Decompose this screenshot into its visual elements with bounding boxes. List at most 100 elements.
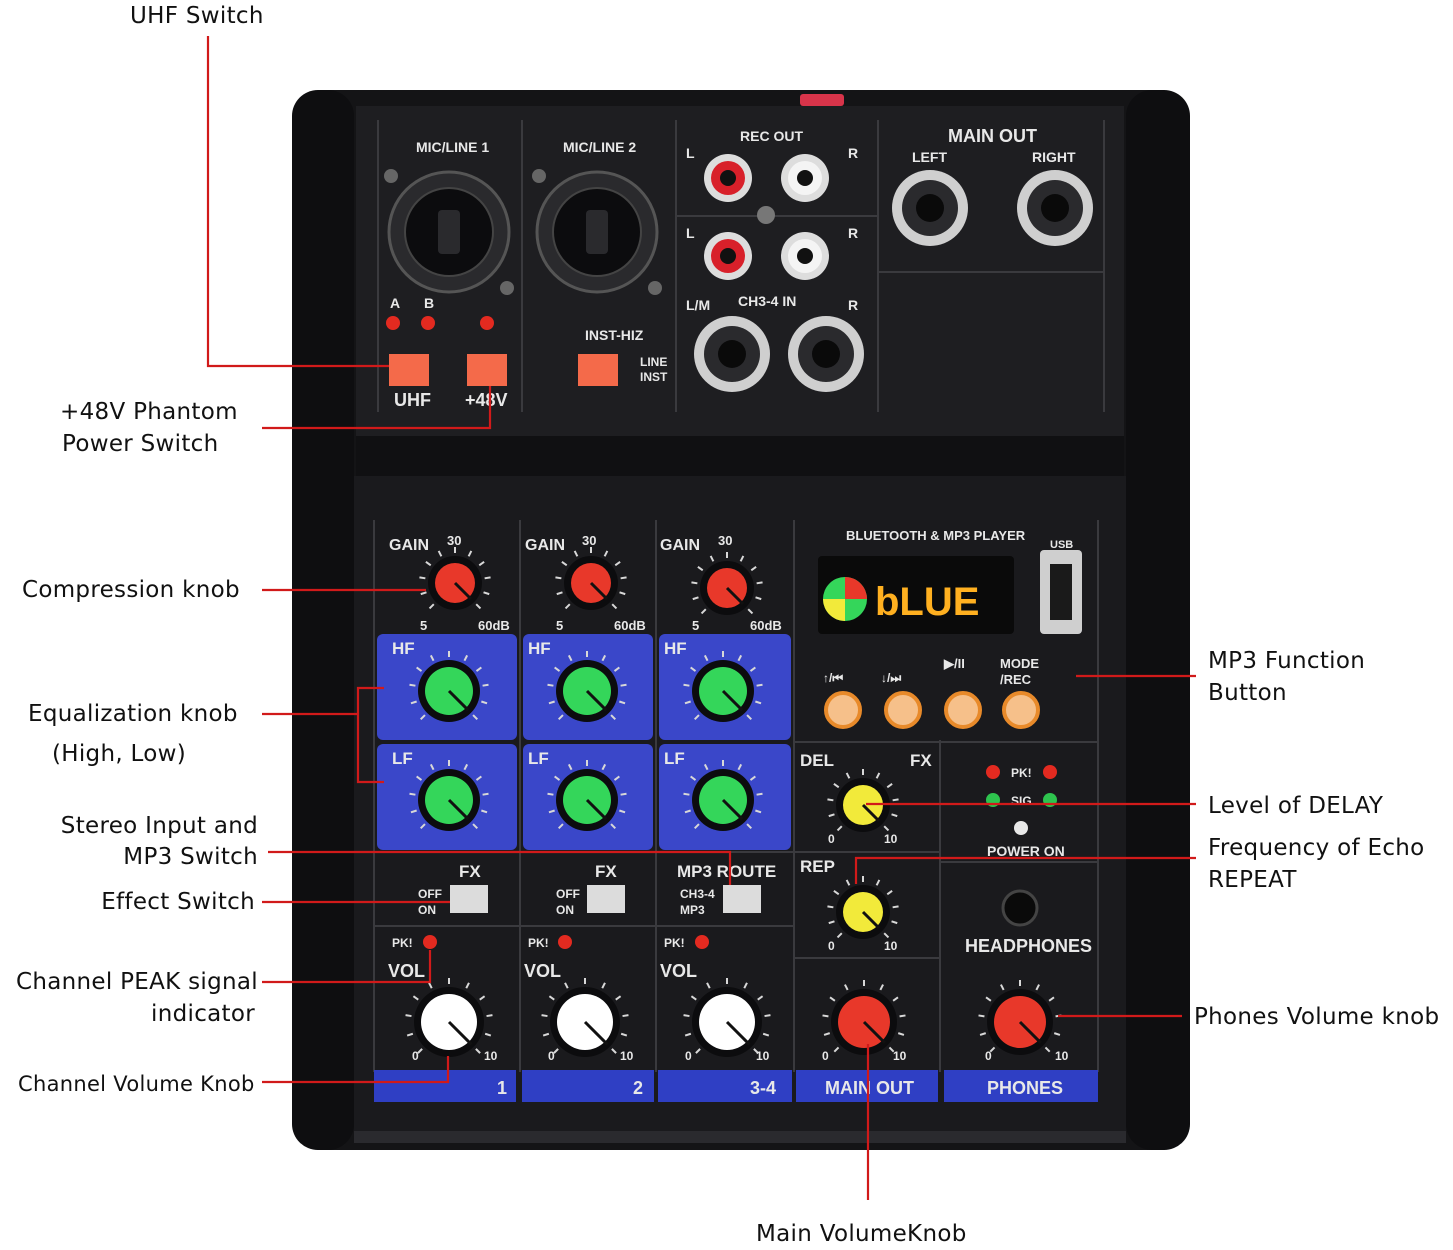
label-vol-10-1: 10: [484, 1049, 498, 1063]
label-vol-2: VOL: [524, 961, 561, 981]
jack-ch34-r: [788, 316, 864, 392]
label-gain-5-2: 5: [556, 618, 563, 633]
display-text: bLUE: [875, 580, 979, 624]
label-gain-30-2: 30: [582, 533, 596, 548]
label-gain-30-1: 30: [447, 533, 461, 548]
led-a: [386, 316, 400, 330]
vol-knob-2[interactable]: [541, 978, 629, 1057]
label-gain-60-1: 60dB: [478, 618, 510, 633]
uhf-switch[interactable]: [389, 354, 429, 386]
gain-knob-3[interactable]: [691, 552, 763, 615]
jack-main-left: [892, 170, 968, 246]
label-fx-1: FX: [459, 862, 481, 881]
btn-mode-label-2: /REC: [1000, 672, 1032, 687]
callout-stereo-2: MP3 Switch: [123, 844, 258, 870]
callout-phantom-1: +48V Phantom: [60, 399, 238, 425]
rca-ch34-r: [781, 232, 829, 280]
label-main-out: MAIN OUT: [948, 126, 1037, 146]
label-del: DEL: [800, 751, 834, 770]
phones-volume-knob[interactable]: [978, 980, 1062, 1055]
display-wheel-icon: [823, 577, 867, 621]
pk-led-r: [1043, 765, 1057, 779]
front-edge: [354, 1131, 1126, 1143]
label-rep-10: 10: [884, 939, 898, 953]
screw: [757, 206, 775, 224]
gain-knob-2[interactable]: [555, 547, 627, 610]
label-ch34-r2: R: [848, 297, 858, 313]
gain-knob-1[interactable]: [419, 547, 491, 610]
hf-knob-2[interactable]: [547, 651, 627, 722]
label-ch34-in: CH3-4 IN: [738, 293, 796, 309]
label-off-1: OFF: [418, 887, 442, 901]
hf-knob-3[interactable]: [683, 651, 763, 722]
mp3-route-switch[interactable]: [723, 885, 761, 913]
fx-switch-2[interactable]: [587, 885, 625, 913]
label-power-on: POWER ON: [987, 843, 1065, 859]
label-vol-0-3: 0: [685, 1049, 692, 1063]
label-off-2: OFF: [556, 887, 580, 901]
label-line: LINE: [640, 355, 667, 369]
label-vol-0-2: 0: [548, 1049, 555, 1063]
hf-knob-1[interactable]: [409, 651, 489, 722]
label-inst-hiz: INST-HIZ: [585, 327, 644, 343]
label-gain-1: GAIN: [389, 537, 429, 554]
main-volume-knob[interactable]: [822, 980, 906, 1055]
label-right: RIGHT: [1032, 149, 1076, 165]
phantom-switch[interactable]: [467, 354, 507, 386]
led-b: [421, 316, 435, 330]
lf-knob-3[interactable]: [683, 760, 763, 831]
label-rep-0: 0: [828, 939, 835, 953]
callout-eq-1: Equalization knob: [28, 701, 238, 727]
callout-mp3-2: Button: [1208, 680, 1287, 706]
mp3-display: [818, 556, 1014, 634]
callout-eq-2: (High, Low): [52, 741, 187, 767]
xlr-jack-1: [384, 169, 514, 295]
btn-play-label: ▶/II: [943, 656, 965, 671]
label-phones-0: 0: [985, 1049, 992, 1063]
label-rec-l: L: [686, 145, 695, 161]
label-gain-30-3: 30: [718, 533, 732, 548]
label-led-b: B: [424, 295, 434, 311]
callout-phones-vol: Phones Volume knob: [1194, 1004, 1440, 1030]
label-sig: SIG: [1011, 794, 1032, 808]
vol-knob-1[interactable]: [405, 978, 493, 1057]
repeat-knob[interactable]: [827, 876, 899, 939]
label-gain-60-3: 60dB: [750, 618, 782, 633]
inst-hiz-switch[interactable]: [578, 354, 618, 386]
jack-ch34-lm: [694, 316, 770, 392]
callout-effect: Effect Switch: [101, 889, 255, 915]
label-mic2: MIC/LINE 2: [563, 139, 636, 155]
callout-uhf-switch: UHF Switch: [130, 3, 264, 29]
leader-lines: [206, 36, 1196, 1200]
rca-ch34-l: [704, 232, 752, 280]
top-red-knob: [800, 94, 844, 106]
callout-peak-2: indicator: [151, 1001, 255, 1027]
lf-knob-2[interactable]: [547, 760, 627, 831]
label-rec-out: REC OUT: [740, 128, 803, 144]
label-ch34-l: L: [686, 225, 695, 241]
btn-next-label: ↓/⏭: [881, 671, 901, 685]
label-del-0: 0: [828, 832, 835, 846]
delay-knob[interactable]: [827, 769, 899, 832]
label-vol-3: VOL: [660, 961, 697, 981]
strip-1: [374, 1070, 516, 1102]
vol-knob-3[interactable]: [683, 978, 771, 1057]
callout-main-vol: Main VolumeKnob: [756, 1221, 967, 1247]
label-pk-3: PK!: [664, 936, 685, 950]
panel-step: [356, 436, 1124, 476]
label-vol-10-2: 10: [620, 1049, 634, 1063]
strip-label-2: 2: [633, 1078, 643, 1098]
label-inst: INST: [640, 370, 668, 384]
strip-label-main: MAIN OUT: [825, 1078, 914, 1098]
label-left: LEFT: [912, 149, 947, 165]
strip-label-1: 1: [497, 1078, 507, 1098]
label-gain-3: GAIN: [660, 537, 700, 554]
lf-knob-1[interactable]: [409, 760, 489, 831]
callout-ch-vol: Channel Volume Knob: [18, 1072, 255, 1096]
label-vol-1: VOL: [388, 961, 425, 981]
fx-switch-1[interactable]: [450, 885, 488, 913]
peak-led-34: [695, 935, 709, 949]
label-mp3-route-opt: MP3: [680, 903, 705, 917]
